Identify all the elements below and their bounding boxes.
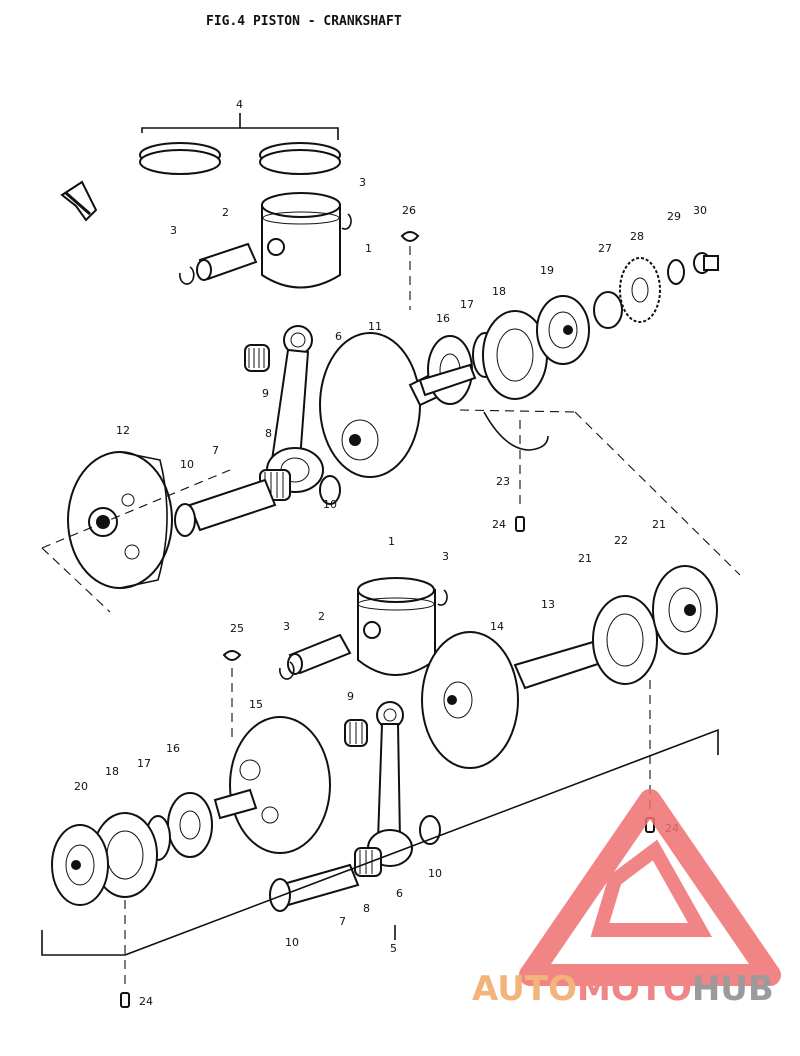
callout: 1 (388, 535, 395, 548)
dowel-24-upper (515, 516, 525, 532)
callout: 24 (492, 518, 506, 531)
crank-assembly-bracket (41, 728, 719, 956)
callout: 9 (262, 387, 269, 400)
watermark-logo: AUTOMOTOHUB (472, 789, 781, 1009)
callout: 22 (614, 534, 628, 547)
piston-rings-left (139, 142, 221, 175)
callout: 9 (347, 690, 354, 703)
callout: 7 (212, 444, 219, 457)
callout: 10 (323, 498, 337, 511)
circlips-lower (279, 589, 448, 680)
primary-gear-28 (619, 257, 661, 323)
upper-frame-line (459, 409, 576, 413)
oil-seal-20 (51, 824, 109, 906)
dowel-24-lower-left (120, 992, 130, 1008)
callout: 3 (170, 224, 177, 237)
callout: 6 (335, 330, 342, 343)
piston-rings-right (259, 142, 341, 175)
figure-title: FIG.4 PISTON - CRANKSHAFT (206, 14, 402, 29)
callout: 7 (339, 915, 346, 928)
callout: 3 (442, 550, 449, 563)
piston-upper (261, 192, 341, 289)
callout: 8 (265, 427, 272, 440)
callout: 25 (230, 622, 244, 635)
callout: 29 (667, 210, 681, 223)
callout: 3 (359, 176, 366, 189)
upper-frame-line (574, 411, 741, 576)
callout: 16 (436, 312, 450, 325)
callout: 19 (540, 264, 554, 277)
watermark-text: AUTOMOTOHUB (472, 969, 774, 1009)
callout: 2 (318, 610, 325, 623)
callout: 20 (74, 780, 88, 793)
spacer-27 (593, 291, 623, 329)
crank-web-14 (421, 631, 519, 769)
callout: 13 (541, 598, 555, 611)
piston-pin-lower (287, 633, 352, 675)
upper-frame-line (41, 547, 111, 613)
crank-pin-7-lower (269, 863, 360, 912)
crank-web-12 (67, 451, 173, 589)
callout: 10 (428, 867, 442, 880)
callouts-lower: 1 3 2 3 25 21 22 21 13 14 9 15 16 17 18 … (74, 518, 679, 1008)
callout: 1 (365, 242, 372, 255)
callout: 30 (693, 204, 707, 217)
callout: 26 (402, 204, 416, 217)
oil-seal-16-lower (167, 792, 213, 858)
callout: 16 (166, 742, 180, 755)
callout: 8 (363, 902, 370, 915)
callout: 12 (116, 424, 130, 437)
callout: 24 (139, 995, 153, 1008)
bearing-18-upper (482, 310, 548, 400)
washer-29 (667, 259, 685, 285)
connecting-rod-lower (367, 701, 413, 867)
crank-pin-7-upper (188, 478, 277, 532)
needle-bearing-9-lower (344, 719, 368, 747)
callout: 3 (283, 620, 290, 633)
callout: 18 (105, 765, 119, 778)
piston-pin-upper (196, 242, 258, 281)
callout: 10 (180, 458, 194, 471)
crank-web-11 (319, 332, 450, 478)
upper-frame-line (41, 469, 231, 549)
connecting-rod-upper (266, 325, 324, 493)
callout: 28 (630, 230, 644, 243)
callout: 4 (236, 98, 243, 111)
ring-bracket (141, 127, 339, 140)
oil-seal-19 (536, 295, 590, 365)
front-arrow-icon (60, 180, 98, 222)
callout: 11 (368, 320, 382, 333)
circlips-upper (179, 213, 352, 285)
crank-shaft-upper (418, 363, 477, 397)
bearing-22 (592, 595, 658, 685)
callout: 2 (222, 206, 229, 219)
nut-30 (693, 252, 719, 274)
key-26 (400, 231, 420, 310)
callout: 14 (490, 620, 504, 633)
callout: 10 (285, 936, 299, 949)
callout: 6 (396, 887, 403, 900)
needle-bearing-9-upper (244, 344, 270, 372)
circlip-23 (483, 411, 549, 451)
callout: 18 (492, 285, 506, 298)
callout: 21 (652, 518, 666, 531)
callout: 15 (249, 698, 263, 711)
callout: 21 (578, 552, 592, 565)
bearing-21 (652, 565, 718, 655)
callout: 27 (598, 242, 612, 255)
crank-web-15 (213, 716, 331, 854)
piston-lower (357, 577, 436, 676)
key-25 (222, 650, 242, 740)
callouts-upper: 4 3 2 3 1 26 6 11 9 16 17 18 19 27 28 29… (116, 98, 707, 531)
callout: 5 (390, 942, 397, 955)
callout: 17 (137, 757, 151, 770)
washer-10-upper (174, 475, 341, 537)
callout: 17 (460, 298, 474, 311)
callout: 23 (496, 475, 510, 488)
